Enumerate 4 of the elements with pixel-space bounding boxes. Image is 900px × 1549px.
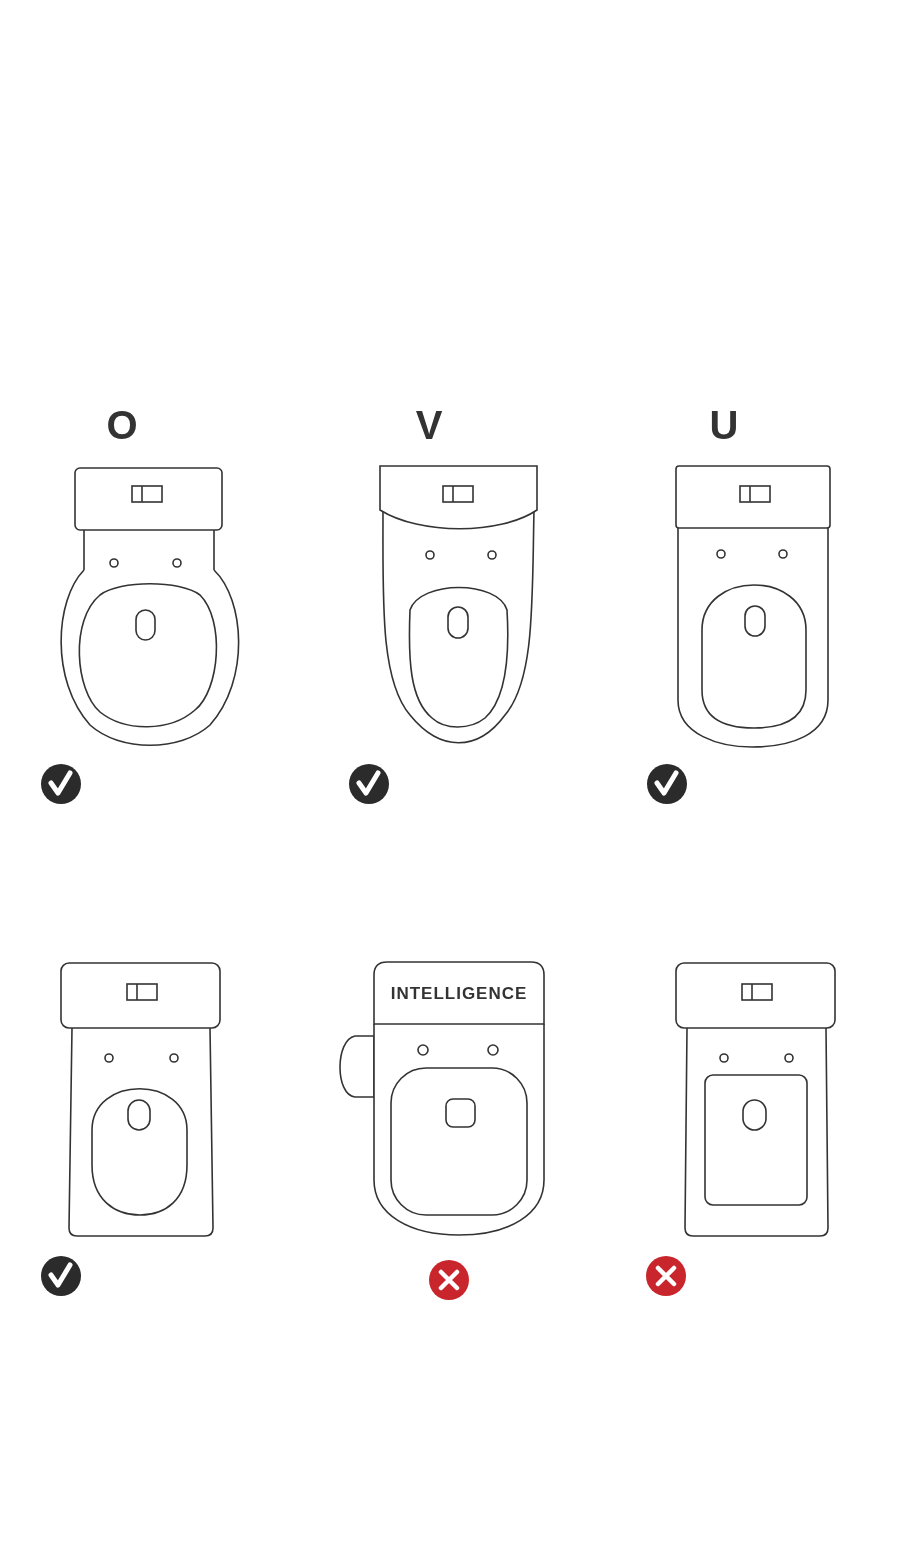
- shape-label: U: [709, 405, 739, 445]
- shape-label: V: [415, 405, 443, 445]
- shape-label: O: [106, 405, 138, 445]
- tank-label: INTELLIGENCE: [390, 984, 528, 1002]
